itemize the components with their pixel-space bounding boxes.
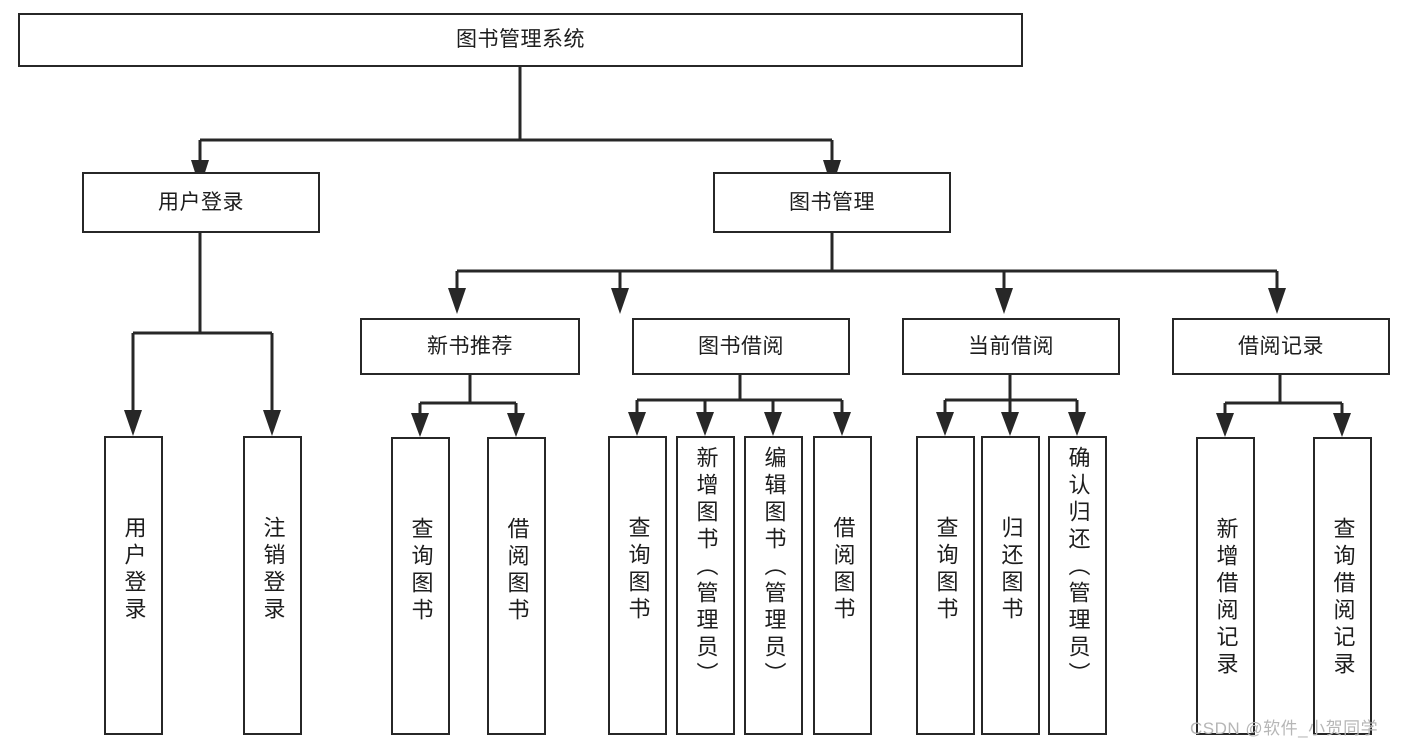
node-label: 注销登录 <box>260 516 286 624</box>
leaf-borrow-query-book[interactable]: 查询图书 <box>608 436 667 735</box>
node-label: 用户登录 <box>121 516 147 624</box>
node-label: 编辑图书（管理员） <box>761 446 787 689</box>
node-label: 新增图书（管理员） <box>693 446 719 689</box>
leaf-current-query-book[interactable]: 查询图书 <box>916 436 975 735</box>
csdn-watermark: CSDN @软件_小贺同学 <box>1190 719 1379 738</box>
node-borrow-record[interactable]: 借阅记录 <box>1172 318 1390 375</box>
node-label: 图书管理 <box>789 190 875 214</box>
leaf-user-login-login[interactable]: 用户登录 <box>104 436 163 735</box>
leaf-borrow-edit-book-admin[interactable]: 编辑图书（管理员） <box>744 436 803 735</box>
node-label: 图书借阅 <box>698 334 784 358</box>
leaf-current-confirm-return-admin[interactable]: 确认归还（管理员） <box>1048 436 1107 735</box>
node-new-book-recommend[interactable]: 新书推荐 <box>360 318 580 375</box>
node-label: 确认归还（管理员） <box>1065 446 1091 689</box>
leaf-new-book-query[interactable]: 查询图书 <box>391 437 450 735</box>
leaf-record-query-record[interactable]: 查询借阅记录 <box>1313 437 1372 735</box>
node-book-borrow[interactable]: 图书借阅 <box>632 318 850 375</box>
node-label: 查询图书 <box>625 516 651 624</box>
leaf-record-add-record[interactable]: 新增借阅记录 <box>1196 437 1255 735</box>
node-label: 新书推荐 <box>427 334 513 358</box>
node-label: 查询图书 <box>933 516 959 624</box>
node-root-system[interactable]: 图书管理系统 <box>18 13 1023 67</box>
node-label: 借阅记录 <box>1238 334 1324 358</box>
leaf-borrow-borrow-book[interactable]: 借阅图书 <box>813 436 872 735</box>
node-label: 查询图书 <box>408 517 434 625</box>
node-label: 借阅图书 <box>504 517 530 625</box>
node-current-borrow[interactable]: 当前借阅 <box>902 318 1120 375</box>
leaf-current-return-book[interactable]: 归还图书 <box>981 436 1040 735</box>
leaf-user-login-logout[interactable]: 注销登录 <box>243 436 302 735</box>
leaf-borrow-add-book-admin[interactable]: 新增图书（管理员） <box>676 436 735 735</box>
node-book-management[interactable]: 图书管理 <box>713 172 951 233</box>
node-label: 借阅图书 <box>830 516 856 624</box>
node-label: 图书管理系统 <box>456 28 585 52</box>
node-label: 新增借阅记录 <box>1213 517 1239 679</box>
node-label: 查询借阅记录 <box>1330 517 1356 679</box>
leaf-new-book-borrow[interactable]: 借阅图书 <box>487 437 546 735</box>
node-user-login[interactable]: 用户登录 <box>82 172 320 233</box>
node-label: 归还图书 <box>998 516 1024 624</box>
node-label: 用户登录 <box>158 190 244 214</box>
node-label: 当前借阅 <box>968 334 1054 358</box>
